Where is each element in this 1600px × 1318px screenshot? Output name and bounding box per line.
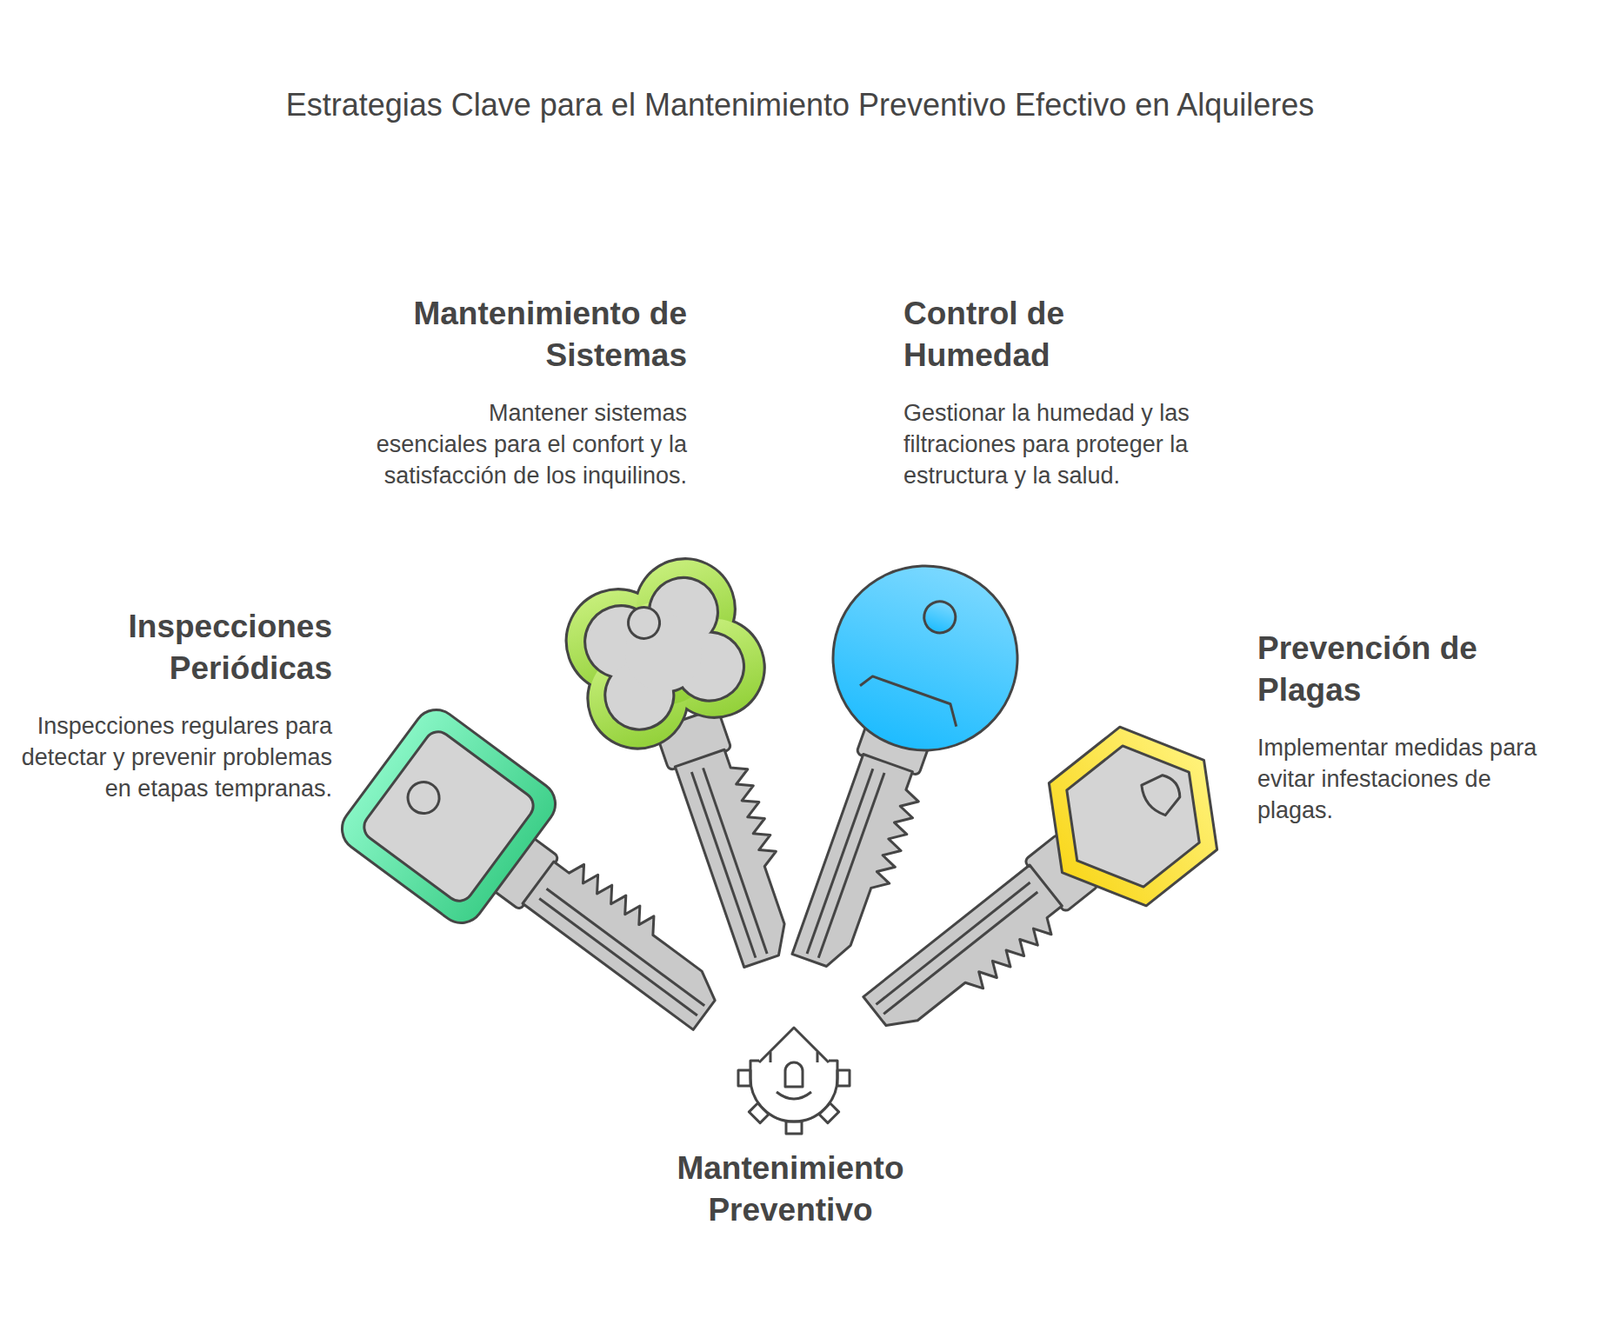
node-heading: Prevención de Plagas (1257, 627, 1571, 712)
node-heading: Inspecciones Periódicas (19, 606, 333, 690)
node-description: Inspecciones regulares para detectar y p… (19, 710, 333, 805)
node-description: Implementar medidas para evitar infestac… (1257, 732, 1571, 827)
node-description: Gestionar la humedad y las filtraciones … (903, 397, 1217, 492)
node-heading: Mantenimiento de Sistemas (373, 293, 687, 377)
strategy-node: Inspecciones PeriódicasInspecciones regu… (19, 606, 333, 805)
strategy-node: Prevención de PlagasImplementar medidas … (1257, 627, 1571, 827)
node-heading: Mantenimiento Preventivo (660, 1147, 921, 1232)
strategy-node: Control de HumedadGestionar la humedad y… (903, 293, 1217, 492)
node-description: Mantener sistemas esenciales para el con… (373, 397, 687, 492)
diagram-title: Estrategias Clave para el Mantenimiento … (0, 86, 1600, 124)
node-heading: Control de Humedad (903, 293, 1217, 377)
key-yellow (831, 699, 1254, 1080)
gear-house-icon (738, 1027, 850, 1134)
center-node: Mantenimiento Preventivo (660, 1147, 921, 1232)
strategy-node: Mantenimiento de SistemasMantener sistem… (373, 293, 687, 492)
